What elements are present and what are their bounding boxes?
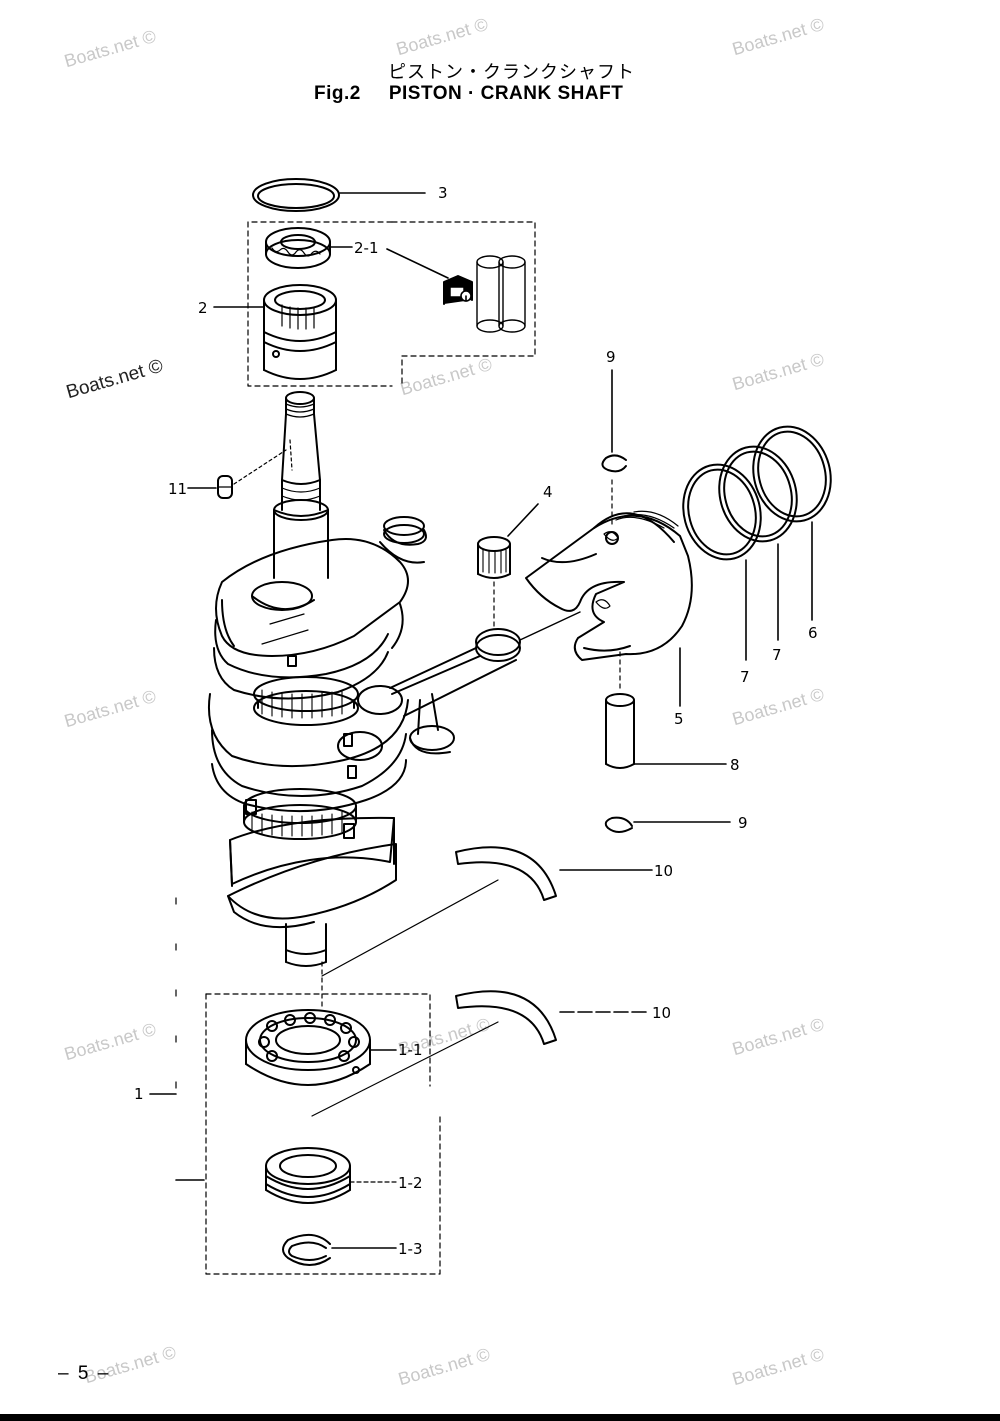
callout-9-upper[interactable]: 9 [606, 348, 616, 366]
bottom-border [0, 1414, 1000, 1421]
callout-9-lower[interactable]: 9 [738, 814, 748, 832]
grease-application-illustration [476, 255, 526, 333]
apply-grease-icon [443, 275, 473, 305]
leader-line [519, 611, 581, 641]
page-number: – 5 – [58, 1363, 111, 1384]
leader-line [233, 449, 287, 485]
thrust-washer-part-10-upper[interactable] [455, 846, 557, 901]
callout-5[interactable]: 5 [674, 710, 684, 728]
callout-8[interactable]: 8 [730, 756, 740, 774]
thrust-washer-part-10-lower[interactable] [455, 990, 557, 1045]
piston-ring-part-7-lower[interactable] [673, 456, 771, 568]
callout-2-1[interactable]: 2-1 [354, 239, 379, 257]
callout-7-lower[interactable]: 7 [740, 668, 750, 686]
oil-seal-part-1-2[interactable] [265, 1147, 351, 1204]
piston-part-5[interactable] [525, 510, 693, 661]
figure-title-english: PISTON · CRANK SHAFT [388, 83, 624, 104]
group-outline-part-2 [247, 221, 393, 387]
leader-line [386, 248, 449, 279]
leader-line [321, 879, 499, 977]
callout-1-2[interactable]: 1-2 [398, 1174, 423, 1192]
callout-11[interactable]: 11 [168, 480, 187, 498]
needle-bearing-part-2[interactable] [263, 284, 337, 380]
crankshaft[interactable] [208, 391, 427, 967]
callout-1[interactable]: 1 [134, 1085, 144, 1103]
title-japanese: ピストン・クランクシャフト [388, 62, 635, 82]
snap-ring-part-1-3[interactable] [282, 1233, 331, 1266]
callout-10-lower[interactable]: 10 [652, 1004, 671, 1022]
circlip-part-9-lower[interactable] [604, 816, 633, 833]
circlip-part-9-upper[interactable] [601, 454, 627, 473]
figure-title: Fig.2 PISTON · CRANK SHAFT [314, 83, 623, 105]
callout-1-3[interactable]: 1-3 [398, 1240, 423, 1258]
callout-6[interactable]: 6 [808, 624, 818, 642]
callout-7-upper[interactable]: 7 [772, 646, 782, 664]
callout-10-upper[interactable]: 10 [654, 862, 673, 880]
group-outline-part-1 [205, 993, 441, 1275]
piston-pin-part-8[interactable] [605, 693, 635, 769]
callout-2[interactable]: 2 [198, 299, 208, 317]
callout-4[interactable]: 4 [543, 483, 553, 501]
ball-bearing-part-1-1[interactable] [245, 1009, 371, 1086]
connecting-rod[interactable] [389, 628, 521, 755]
oil-seal-part-2-1[interactable] [265, 227, 331, 269]
piston-ring-part-6[interactable] [743, 418, 841, 530]
callout-1-1[interactable]: 1-1 [398, 1041, 423, 1059]
callout-3[interactable]: 3 [438, 184, 448, 202]
figure-number: Fig.2 [314, 83, 361, 104]
piston-ring-part-7-upper[interactable] [709, 438, 807, 550]
leader-line [507, 503, 539, 537]
leader-line [311, 1021, 499, 1117]
group-outline-part-1 [205, 993, 431, 1087]
group-outline-part-2 [391, 221, 536, 387]
woodruff-key-part-11[interactable] [217, 475, 233, 499]
small-end-bearing-part-4[interactable] [477, 536, 511, 579]
o-ring-part-3[interactable] [252, 178, 340, 212]
